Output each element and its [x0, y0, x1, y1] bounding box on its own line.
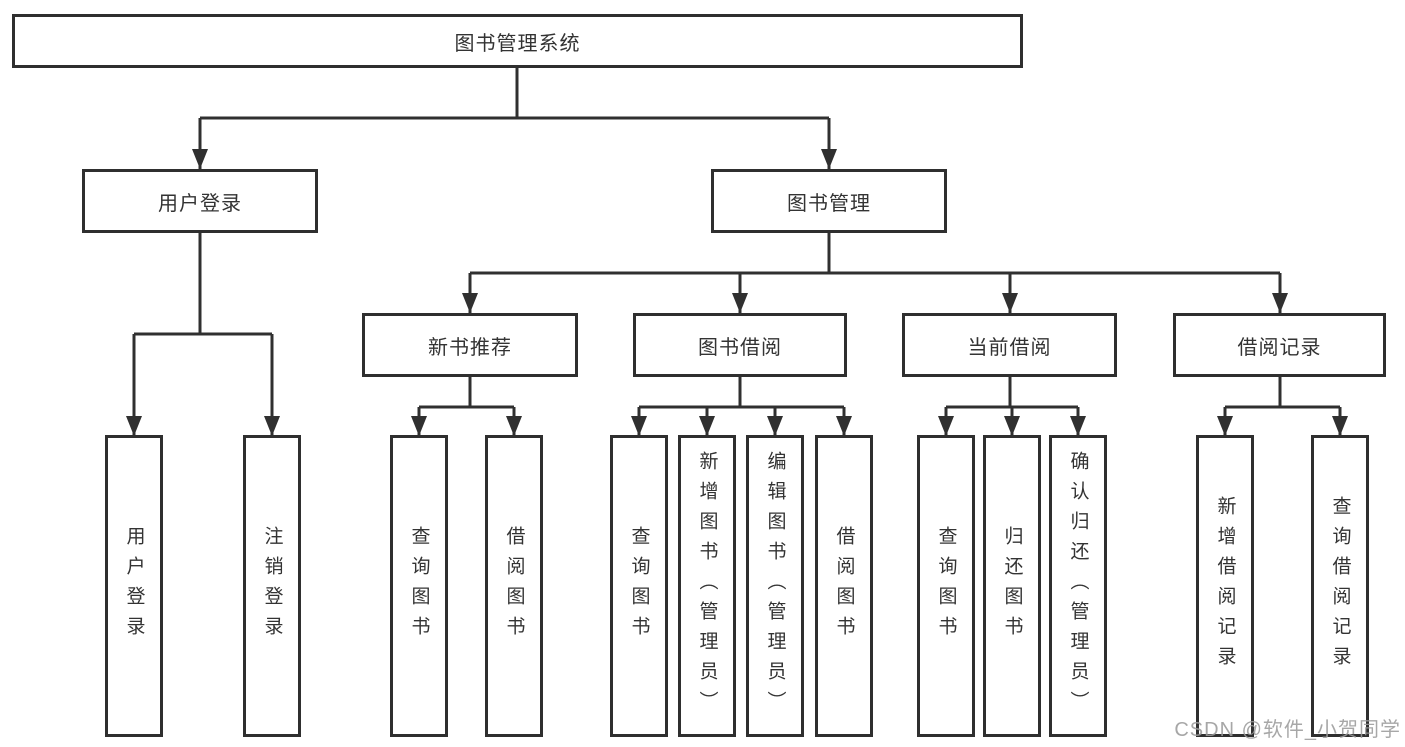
- node-new-book-recommend-label: 新书推荐: [428, 336, 512, 359]
- leaf-return-books-label: 归还图书: [1001, 526, 1023, 646]
- node-current-borrow: 当前借阅: [902, 313, 1117, 377]
- leaf-query-books-borrow: 查询图书: [610, 435, 668, 737]
- leaf-borrow-books: 借阅图书: [815, 435, 873, 737]
- watermark: CSDN @软件_小贺同学: [1174, 719, 1401, 741]
- leaf-add-books-admin-label: 新增图书（管理员）: [696, 451, 718, 721]
- leaf-query-books-borrow-label: 查询图书: [628, 526, 650, 646]
- node-borrow-record-label: 借阅记录: [1237, 336, 1322, 359]
- leaf-confirm-return-admin-label: 确认归还（管理员）: [1067, 451, 1089, 721]
- connector-user-login-children: [126, 233, 280, 436]
- leaf-query-books-current-label: 查询图书: [935, 526, 957, 646]
- leaf-logout-label: 注销登录: [261, 526, 283, 646]
- node-root-system-label: 图书管理系统: [454, 32, 581, 55]
- leaf-query-books-current: 查询图书: [917, 435, 975, 737]
- leaf-confirm-return-admin: 确认归还（管理员）: [1049, 435, 1107, 737]
- node-book-management: 图书管理: [711, 169, 947, 233]
- leaf-edit-books-admin-label: 编辑图书（管理员）: [764, 451, 786, 721]
- leaf-query-books-recommend: 查询图书: [390, 435, 448, 737]
- leaf-add-books-admin: 新增图书（管理员）: [678, 435, 736, 737]
- connector-book-borrow-children: [631, 377, 852, 436]
- leaf-query-borrow-record-label: 查询借阅记录: [1329, 496, 1351, 676]
- leaf-borrow-books-recommend-label: 借阅图书: [503, 526, 525, 646]
- node-new-book-recommend: 新书推荐: [362, 313, 578, 377]
- connector-root-to-level2: [192, 68, 837, 169]
- connector-borrow-record-children: [1217, 377, 1348, 436]
- node-book-management-label: 图书管理: [787, 192, 871, 215]
- connector-book-mgmt-sections: [462, 233, 1288, 313]
- leaf-edit-books-admin: 编辑图书（管理员）: [746, 435, 804, 737]
- leaf-query-borrow-record: 查询借阅记录: [1311, 435, 1369, 737]
- node-book-borrow: 图书借阅: [633, 313, 847, 377]
- leaf-user-login-label: 用户登录: [123, 526, 145, 646]
- connector-new-book-children: [411, 377, 522, 436]
- node-user-login-label: 用户登录: [158, 192, 242, 215]
- leaf-borrow-books-recommend: 借阅图书: [485, 435, 543, 737]
- node-book-borrow-label: 图书借阅: [698, 336, 782, 359]
- connector-current-borrow-children: [938, 377, 1086, 436]
- leaf-logout: 注销登录: [243, 435, 301, 737]
- leaf-add-borrow-record: 新增借阅记录: [1196, 435, 1254, 737]
- node-current-borrow-label: 当前借阅: [967, 336, 1052, 359]
- leaf-add-borrow-record-label: 新增借阅记录: [1214, 496, 1236, 676]
- node-user-login: 用户登录: [82, 169, 318, 233]
- leaf-user-login: 用户登录: [105, 435, 163, 737]
- node-root-system: 图书管理系统: [12, 14, 1023, 68]
- node-borrow-record: 借阅记录: [1173, 313, 1386, 377]
- leaf-borrow-books-label: 借阅图书: [833, 526, 855, 646]
- leaf-return-books: 归还图书: [983, 435, 1041, 737]
- leaf-query-books-recommend-label: 查询图书: [408, 526, 430, 646]
